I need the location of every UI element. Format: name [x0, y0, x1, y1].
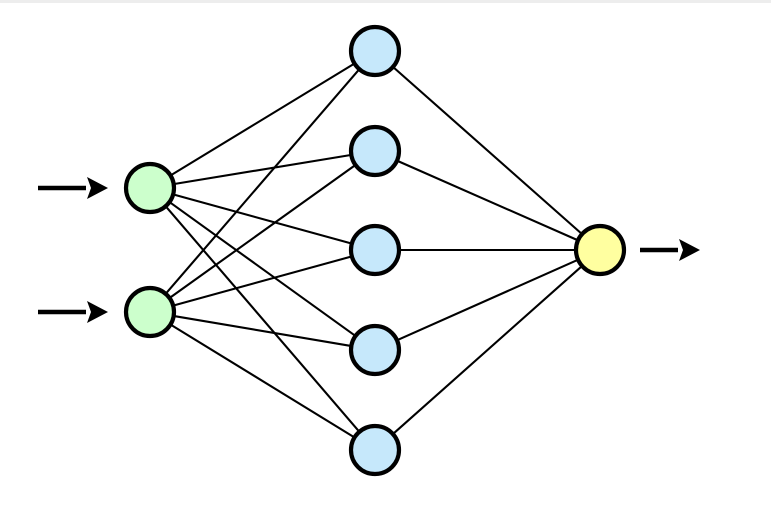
hidden-node-circle[interactable] — [348, 223, 402, 277]
edge-h5-o1 — [391, 264, 584, 436]
node-h4[interactable] — [348, 323, 402, 377]
edge-h1-o1 — [391, 65, 584, 236]
node-i2[interactable] — [123, 285, 177, 339]
edge-i2-h1 — [163, 67, 362, 296]
input-node-circle[interactable] — [123, 161, 177, 215]
input-arrow-top — [38, 177, 108, 199]
edge-i1-h5 — [163, 204, 362, 434]
hidden-node-circle[interactable] — [348, 323, 402, 377]
edge-h4-o1 — [394, 258, 581, 342]
output-arrow — [640, 239, 700, 261]
edge-i1-h3 — [171, 193, 354, 245]
input-node-circle[interactable] — [123, 285, 177, 339]
node-h5[interactable] — [348, 423, 402, 477]
edge-i1-h2 — [171, 153, 354, 186]
node-h1[interactable] — [348, 24, 402, 78]
top-edge-band — [0, 0, 771, 3]
node-h3[interactable] — [348, 223, 402, 277]
edge-i2-h3 — [171, 255, 354, 307]
node-i1[interactable] — [123, 161, 177, 215]
edge-i2-h2 — [167, 163, 358, 300]
io-arrows-group — [38, 177, 700, 323]
hidden-node-circle[interactable] — [348, 423, 402, 477]
nodes-group — [123, 24, 627, 477]
edge-i1-h1 — [168, 61, 357, 178]
output-node-circle[interactable] — [573, 223, 627, 277]
input-arrow-top-head-icon — [87, 177, 108, 199]
input-arrow-bottom — [38, 301, 108, 323]
node-h2[interactable] — [348, 124, 402, 178]
edge-i2-h5 — [168, 322, 357, 440]
edges-group — [163, 61, 584, 440]
input-arrow-bottom-head-icon — [87, 301, 108, 323]
edge-i1-h4 — [167, 200, 358, 338]
edge-h2-o1 — [395, 159, 580, 242]
output-arrow-head-icon — [679, 239, 700, 261]
node-o1[interactable] — [573, 223, 627, 277]
hidden-node-circle[interactable] — [348, 24, 402, 78]
hidden-node-circle[interactable] — [348, 124, 402, 178]
edge-i2-h4 — [171, 314, 354, 348]
